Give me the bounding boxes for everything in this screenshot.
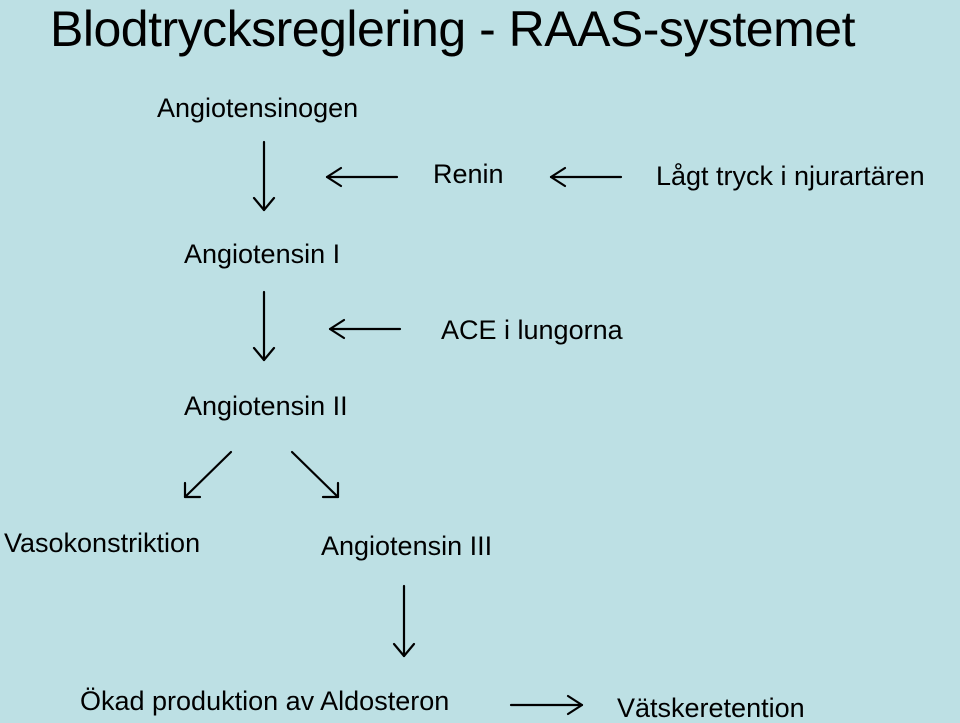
- arrow-down-2-icon: [252, 290, 276, 362]
- node-ace: ACE i lungorna: [441, 315, 623, 345]
- node-fluid-retention: Vätskeretention: [617, 693, 805, 723]
- arrow-down-3-icon: [392, 584, 416, 658]
- arrow-left-renin-icon: [325, 166, 399, 188]
- node-aldosterone: Ökad produktion av Aldosteron: [80, 686, 450, 716]
- arrow-down-1-icon: [252, 140, 276, 212]
- node-angiotensinogen: Angiotensinogen: [157, 93, 359, 123]
- node-vasoconstriction: Vasokonstriktion: [4, 528, 201, 558]
- arrow-right-icon: [509, 694, 584, 716]
- arrow-diag-right-icon: [290, 450, 340, 499]
- node-renin: Renin: [433, 159, 504, 189]
- arrow-left-ace-icon: [328, 318, 402, 340]
- node-angiotensin-1: Angiotensin I: [184, 239, 341, 269]
- node-angiotensin-3: Angiotensin III: [321, 531, 493, 561]
- arrow-diag-left-icon: [183, 450, 233, 499]
- node-low-pressure: Lågt tryck i njurartären: [656, 161, 925, 191]
- diagram-title: Blodtrycksreglering - RAAS-systemet: [50, 1, 855, 57]
- arrow-left-pressure-icon: [549, 166, 623, 188]
- node-angiotensin-2: Angiotensin II: [184, 391, 348, 421]
